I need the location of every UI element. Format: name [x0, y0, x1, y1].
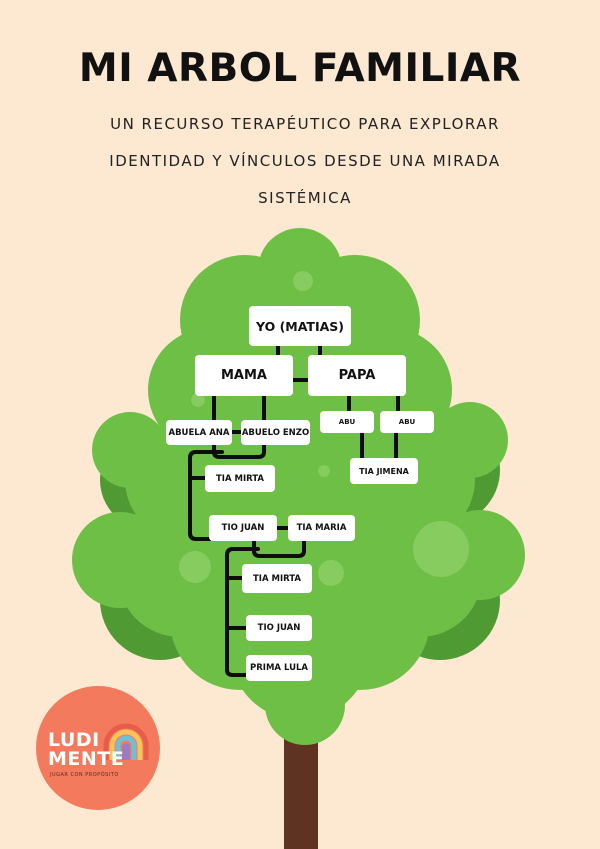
node-tia-maria: TIA MARIA	[288, 515, 355, 541]
logo-line-2: MENTE	[48, 748, 125, 770]
node-tio-juan-1: TIO JUAN	[209, 515, 277, 541]
logo-tagline: JUGAR CON PROPÓSITO	[50, 772, 119, 778]
node-tia-mirta-1: TIA MIRTA	[205, 465, 275, 492]
connector-children-branch	[225, 547, 260, 677]
rainbow-icon	[103, 723, 149, 760]
node-papa: PAPA	[308, 355, 406, 396]
node-abu-2: ABU	[380, 411, 434, 433]
ludimente-logo: LUDI MENTE JUGAR CON PROPÓSITO	[36, 686, 160, 810]
node-tia-jimena: TIA JIMENA	[350, 458, 418, 484]
canopy-highlights	[179, 271, 469, 586]
node-tia-mirta-2: TIA MIRTA	[242, 564, 312, 593]
page-subtitle: UN RECURSO TERAPÉUTICO PARA EXPLORAR IDE…	[109, 115, 501, 207]
page-title: MI ARBOL FAMILIAR	[78, 46, 522, 91]
node-yo: YO (MATIAS)	[249, 306, 351, 346]
node-mama: MAMA	[195, 355, 293, 396]
connector-couple-children	[252, 539, 306, 558]
connector-abus-jimena	[360, 430, 398, 462]
node-tio-juan-2: TIO JUAN	[246, 615, 312, 641]
connector-grandparents-down	[212, 443, 266, 459]
node-prima-lula: PRIMA LULA	[246, 655, 312, 681]
logo-line-1: LUDI	[48, 729, 100, 751]
node-abu-1: ABU	[320, 411, 374, 433]
node-abuelo-enzo: ABUELO ENZO	[241, 420, 310, 445]
connector-left-branch	[188, 450, 224, 541]
node-abuela-ana: ABUELA ANA	[166, 420, 232, 445]
